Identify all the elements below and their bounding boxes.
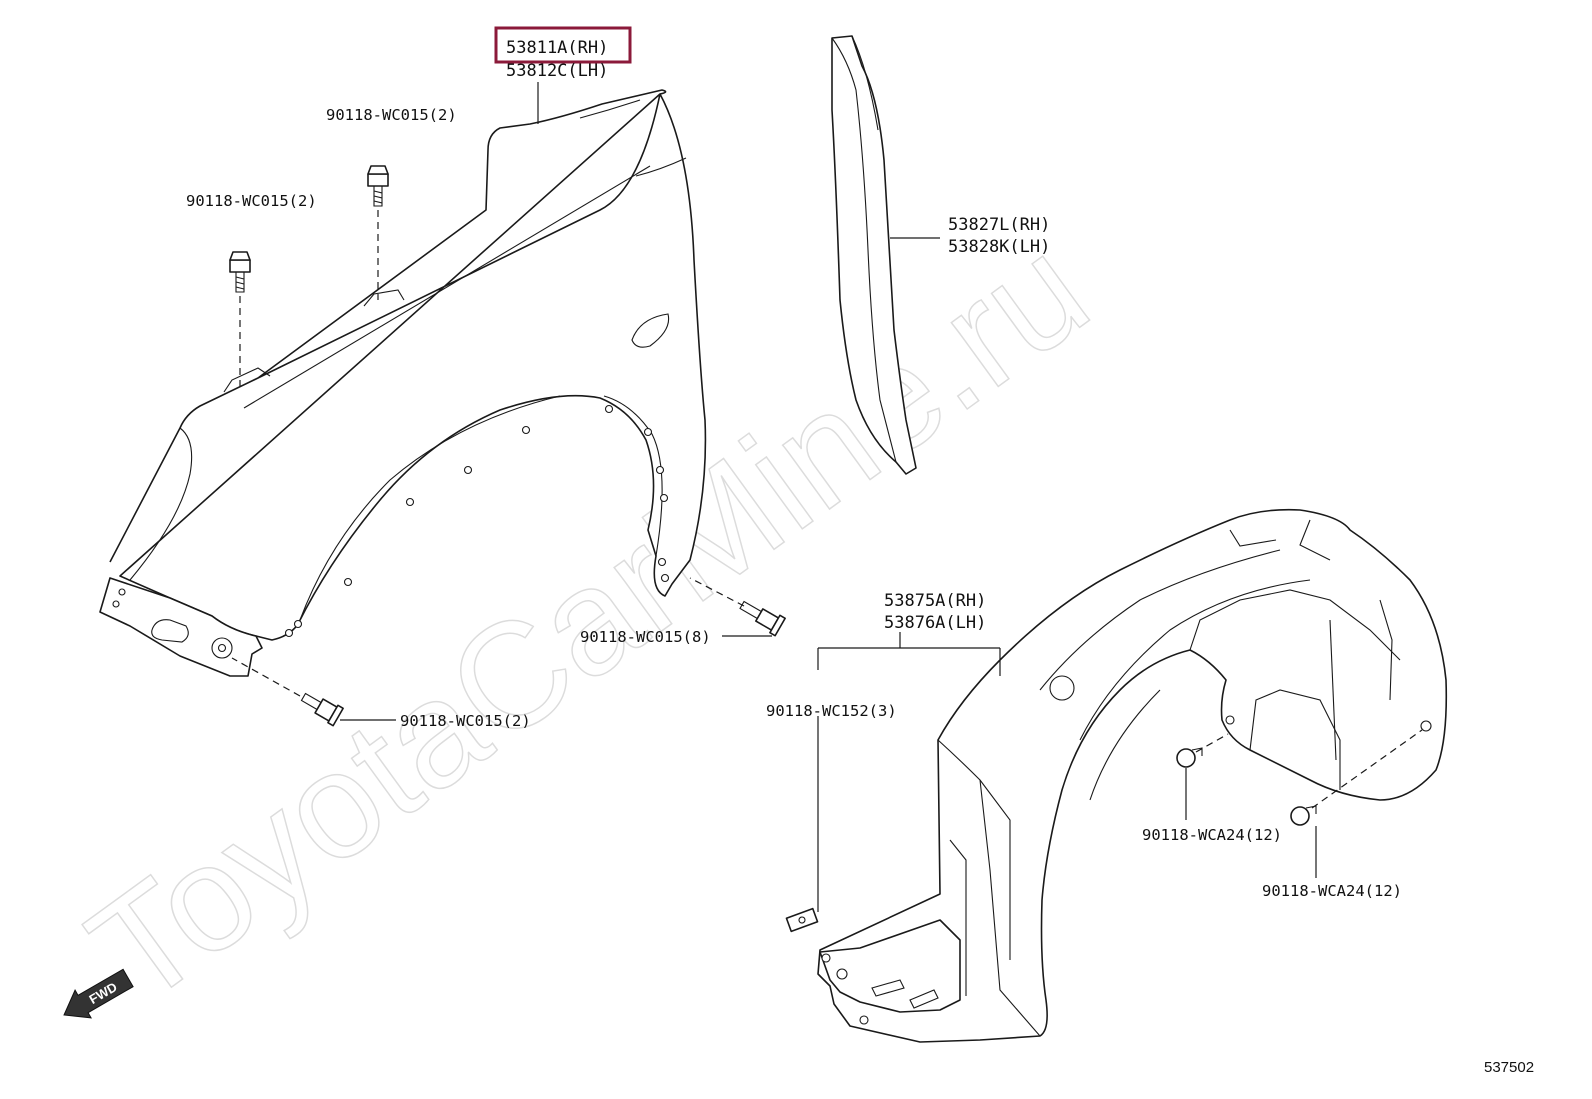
liner-lh-label[interactable]: 53876A(LH)	[884, 613, 986, 633]
liner-rh-label[interactable]: 53875A(RH)	[884, 591, 986, 611]
clip-nut-icon[interactable]	[785, 907, 819, 933]
fwd-arrow-icon: FWD	[63, 968, 134, 1019]
fender-lh-label[interactable]: 53812C(LH)	[506, 61, 608, 81]
bolt-wheel-label[interactable]: 90118-WC015(8)	[580, 628, 711, 646]
install-path-bolt-wheel	[689, 577, 745, 607]
clip-b-label[interactable]: 90118-WCA24(12)	[1262, 882, 1402, 900]
wheel-house-liner[interactable]	[817, 508, 1448, 1043]
bolt-top-1-label[interactable]: 90118-WC015(2)	[326, 106, 457, 124]
seal-rh-label[interactable]: 53827L(RH)	[948, 215, 1050, 235]
clip-b-icon[interactable]	[1290, 805, 1317, 826]
bolt-top-2-label[interactable]: 90118-WC015(2)	[186, 192, 317, 210]
seal-lh-label[interactable]: 53828K(LH)	[948, 237, 1050, 257]
install-path-clip-a	[1195, 733, 1229, 753]
front-fender[interactable]	[99, 89, 707, 677]
highlight-box	[494, 26, 632, 64]
bolt-wheel-icon[interactable]	[737, 596, 786, 637]
fender-mounting-holes	[284, 404, 670, 638]
leader-liner	[817, 632, 1001, 676]
install-path-bolt-front	[231, 657, 301, 697]
fender-rh-label[interactable]: 53811A(RH)	[506, 38, 608, 58]
fender-seal[interactable]	[831, 35, 917, 475]
bolt-top-2-icon[interactable]	[229, 251, 251, 293]
bolt-front-icon[interactable]	[298, 688, 344, 727]
install-path-clip-b	[1311, 729, 1423, 809]
bolt-top-1-icon[interactable]	[367, 165, 389, 207]
bolt-front-label[interactable]: 90118-WC015(2)	[400, 712, 531, 730]
clip-a-icon[interactable]	[1176, 747, 1203, 768]
diagram-id: 537502	[1484, 1059, 1534, 1076]
clip-a-label[interactable]: 90118-WCA24(12)	[1142, 826, 1282, 844]
clip-nut-label[interactable]: 90118-WC152(3)	[766, 702, 897, 720]
